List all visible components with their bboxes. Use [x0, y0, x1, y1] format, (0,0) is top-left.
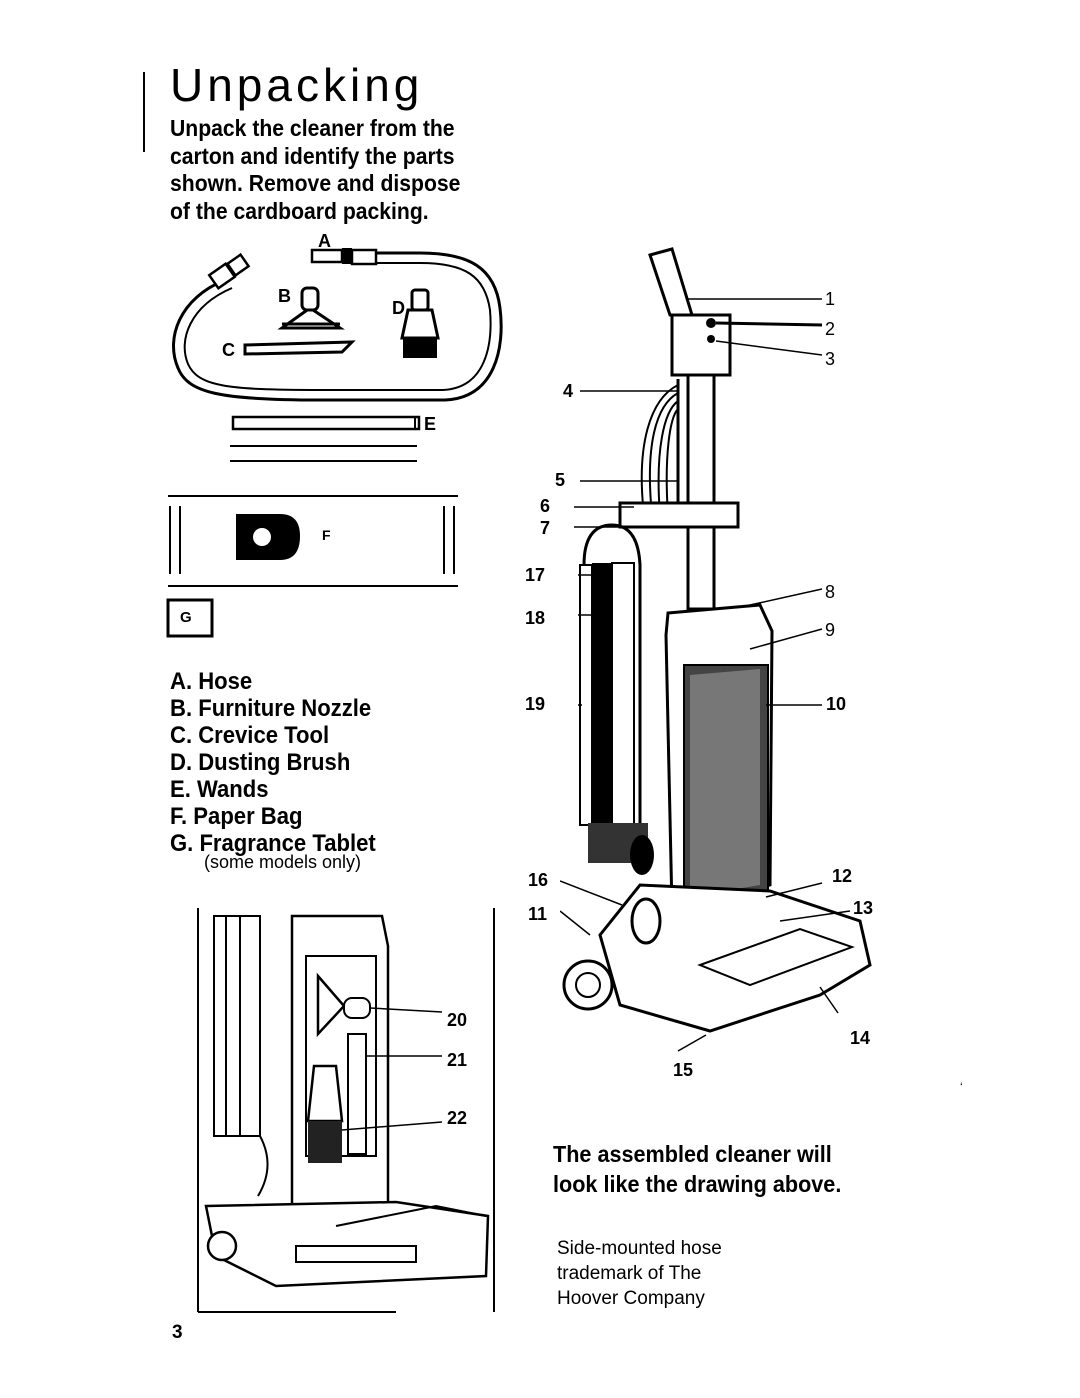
label-c: C: [222, 340, 235, 360]
label-d: D: [392, 298, 405, 318]
parts-list-item: F. Paper Bag: [170, 803, 303, 830]
intro-line: Unpack the cleaner from the: [170, 115, 455, 141]
callout-15: 15: [673, 1060, 694, 1080]
callout-1: 1: [825, 289, 836, 309]
trademark-line: Hoover Company: [557, 1288, 705, 1309]
inset-illustration: [197, 908, 495, 1313]
label-e: E: [424, 414, 437, 434]
label-b: B: [278, 286, 291, 306]
callout-16: 16: [528, 870, 549, 890]
parts-illustration: [166, 248, 503, 638]
page-title: Unpacking: [170, 59, 424, 111]
callout-12: 12: [832, 866, 853, 886]
parts-list-item: A. Hose: [170, 668, 253, 695]
intro-paragraph: Unpack the cleaner from the carton and i…: [170, 115, 483, 225]
callout-21: 21: [447, 1050, 468, 1070]
callout-14: 14: [850, 1028, 871, 1048]
callout-5: 5: [555, 470, 566, 490]
callout-22: 22: [447, 1108, 468, 1128]
intro-line: shown. Remove and dispose: [170, 170, 461, 196]
callout-19: 19: [525, 694, 546, 714]
callout-8: 8: [825, 582, 836, 602]
callout-6: 6: [540, 496, 551, 516]
trademark-note: Side-mounted hose trademark of The Hoove…: [557, 1236, 722, 1311]
assembled-caption: The assembled cleaner will look like the…: [553, 1139, 841, 1199]
callout-2: 2: [825, 319, 836, 339]
intro-line: of the cardboard packing.: [170, 197, 429, 224]
parts-list-item: E. Wands: [170, 776, 269, 803]
callout-7: 7: [540, 518, 551, 538]
callout-3: 3: [825, 349, 836, 369]
stray-mark: ‘: [960, 1080, 963, 1094]
trademark-line: Side-mounted hose: [557, 1238, 722, 1259]
page-number: 3: [172, 1322, 183, 1343]
assembled-line: The assembled cleaner will: [553, 1141, 832, 1167]
callout-18: 18: [525, 608, 546, 628]
parts-list: A. Hose B. Furniture Nozzle C. Crevice T…: [170, 668, 376, 857]
trademark-line: trademark of The: [557, 1263, 702, 1284]
callout-17: 17: [525, 565, 546, 585]
parts-list-item: B. Furniture Nozzle: [170, 695, 372, 722]
parts-note: (some models only): [204, 852, 362, 872]
parts-list-item: G. Fragrance Tablet: [170, 830, 376, 857]
callout-4: 4: [563, 381, 574, 401]
label-a: A: [318, 231, 331, 251]
vacuum-illustration: [560, 247, 872, 1052]
callout-11: 11: [528, 904, 548, 924]
parts-list-item: D. Dusting Brush: [170, 749, 351, 776]
callout-10: 10: [826, 694, 847, 714]
callout-13: 13: [853, 898, 874, 918]
margin-rule: [143, 72, 145, 152]
assembled-line: look like the drawing above.: [553, 1171, 842, 1197]
callout-20: 20: [447, 1010, 468, 1030]
label-f: F: [322, 527, 331, 543]
callout-9: 9: [825, 620, 836, 640]
intro-line: carton and identify the parts: [170, 142, 455, 169]
parts-list-item: C. Crevice Tool: [170, 722, 330, 749]
label-g: G: [180, 609, 192, 626]
